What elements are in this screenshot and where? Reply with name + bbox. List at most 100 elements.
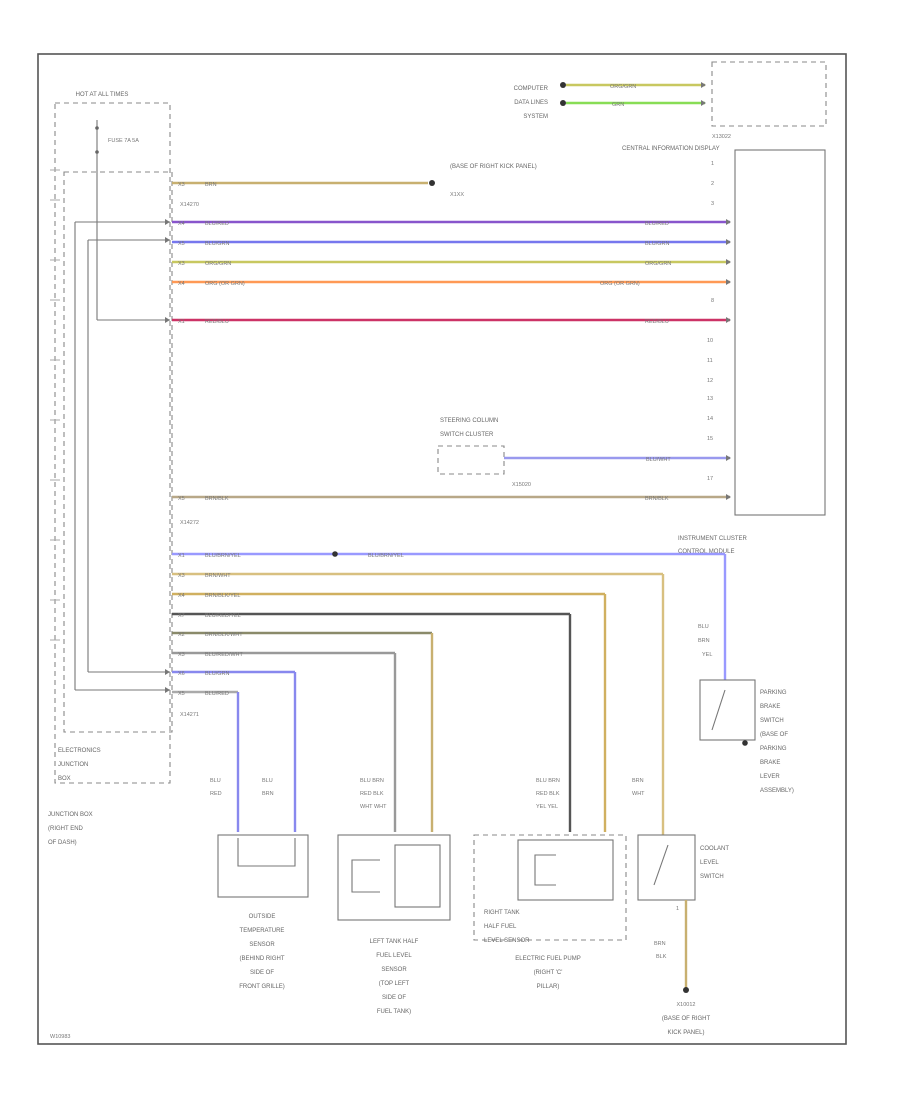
svg-text:X6: X6 xyxy=(178,671,185,677)
connector-arrows xyxy=(165,82,731,693)
svg-text:TEMPERATURE: TEMPERATURE xyxy=(240,928,285,934)
parking-brake-switch-label: PARKING xyxy=(760,690,787,696)
svg-text:GRN: GRN xyxy=(612,102,624,108)
svg-text:X3: X3 xyxy=(178,182,185,188)
svg-text:X15020: X15020 xyxy=(512,482,531,488)
svg-text:ORG/GRN: ORG/GRN xyxy=(610,84,636,90)
svg-text:BLU/RED: BLU/RED xyxy=(645,221,669,227)
diagram-code: W10983 xyxy=(50,1034,71,1040)
svg-text:SIDE OF: SIDE OF xyxy=(382,995,406,1001)
svg-text:X1XX: X1XX xyxy=(450,192,464,198)
svg-text:KICK PANEL): KICK PANEL) xyxy=(668,1030,705,1036)
svg-text:BRN/WHT: BRN/WHT xyxy=(205,573,231,579)
svg-text:PARKING: PARKING xyxy=(760,746,787,752)
right-tank-sensor-label: RIGHT TANK xyxy=(484,910,520,916)
svg-text:BLU/GRN: BLU/GRN xyxy=(205,671,229,677)
outside-temp-sensor-box xyxy=(217,834,309,898)
svg-text:SIDE OF: SIDE OF xyxy=(250,970,274,976)
fuse-terminal-top xyxy=(95,126,99,130)
svg-text:BRN: BRN xyxy=(205,182,217,188)
svg-text:BRN: BRN xyxy=(262,791,274,797)
svg-text:BLU BRN: BLU BRN xyxy=(360,778,384,784)
svg-text:BLU/RED/WHT: BLU/RED/WHT xyxy=(205,652,244,658)
svg-text:BLU BRN: BLU BRN xyxy=(536,778,560,784)
svg-text:HALF FUEL: HALF FUEL xyxy=(484,924,517,930)
computer-data-lines-label: COMPUTER xyxy=(514,86,549,92)
svg-text:BRAKE: BRAKE xyxy=(760,704,780,710)
svg-text:RED/BLU: RED/BLU xyxy=(205,319,229,325)
svg-text:BLU: BLU xyxy=(262,778,273,784)
svg-text:BRN/BLK/YEL: BRN/BLK/YEL xyxy=(205,593,240,599)
electronics-junction-box-label: ELECTRONICS xyxy=(58,748,101,754)
svg-text:LEVER: LEVER xyxy=(760,774,780,780)
svg-text:X5: X5 xyxy=(178,691,185,697)
outside-temp-sensor-label: OUTSIDE xyxy=(249,914,276,920)
steering-column-box xyxy=(437,445,505,475)
svg-text:(BASE OF: (BASE OF xyxy=(760,732,788,738)
svg-text:BLK: BLK xyxy=(656,954,667,960)
connector-x14270: X14270 xyxy=(180,202,199,208)
svg-text:(BEHIND RIGHT: (BEHIND RIGHT xyxy=(240,956,285,962)
svg-text:BLU/BRN/YEL: BLU/BRN/YEL xyxy=(368,553,404,559)
left-tank-sensor-label: LEFT TANK HALF xyxy=(370,939,419,945)
svg-text:DATA LINES: DATA LINES xyxy=(514,100,548,106)
svg-text:BLU: BLU xyxy=(698,624,709,630)
svg-text:CONTROL MODULE: CONTROL MODULE xyxy=(678,549,734,555)
svg-text:LEVEL SENSOR: LEVEL SENSOR xyxy=(484,938,530,944)
outside-temp-sensor-element xyxy=(237,838,296,867)
connector-x14271: X14271 xyxy=(180,712,199,718)
left-tank-sensor-box xyxy=(337,834,451,921)
ground-terminal-kick-panel xyxy=(429,180,435,186)
svg-text:LEVEL: LEVEL xyxy=(700,860,719,866)
svg-text:BRN/BLK: BRN/BLK xyxy=(645,496,669,502)
cluster-pin-numbers: 1 2 3 8 10 11 12 13 14 15 17 xyxy=(707,161,714,482)
data-line-terminal-2 xyxy=(560,100,566,106)
svg-text:X3: X3 xyxy=(178,573,185,579)
svg-text:X10012: X10012 xyxy=(677,1002,696,1008)
svg-text:10: 10 xyxy=(707,338,713,344)
right-tank-sensor-box xyxy=(517,839,614,901)
svg-text:X1: X1 xyxy=(178,553,185,559)
svg-text:14: 14 xyxy=(707,416,713,422)
svg-text:1: 1 xyxy=(711,161,714,167)
svg-text:BRN: BRN xyxy=(654,941,666,947)
svg-text:RED: RED xyxy=(210,791,222,797)
svg-text:OF DASH): OF DASH) xyxy=(48,840,77,846)
instrument-cluster-box xyxy=(734,149,826,516)
instrument-cluster-label: INSTRUMENT CLUSTER xyxy=(678,536,748,542)
ground-location-label: (BASE OF RIGHT KICK PANEL) xyxy=(450,164,537,170)
left-tank-sensor-inner xyxy=(394,844,441,908)
svg-text:3: 3 xyxy=(711,201,714,207)
data-line-terminal-1 xyxy=(560,82,566,88)
splice-blu-brn-yel xyxy=(332,551,338,557)
connector-x13022: X13022 xyxy=(712,134,731,140)
svg-text:SWITCH CLUSTER: SWITCH CLUSTER xyxy=(440,432,494,438)
diagram-frame xyxy=(37,53,847,1045)
svg-text:BLU/WHT: BLU/WHT xyxy=(646,457,671,463)
junction-box-outline xyxy=(54,102,171,784)
svg-text:X4: X4 xyxy=(178,593,185,599)
svg-text:BLU/GRN: BLU/GRN xyxy=(645,241,669,247)
svg-text:X1: X1 xyxy=(178,319,185,325)
svg-text:PILLAR): PILLAR) xyxy=(537,984,560,990)
svg-text:SWITCH: SWITCH xyxy=(700,874,724,880)
svg-text:X4: X4 xyxy=(178,281,185,287)
svg-text:WHT WHT: WHT WHT xyxy=(360,804,387,810)
svg-text:RED BLK: RED BLK xyxy=(360,791,384,797)
svg-text:BRN: BRN xyxy=(698,638,710,644)
fuse-terminal-bottom xyxy=(95,150,99,154)
parking-brake-ground xyxy=(742,740,748,746)
svg-text:FUEL TANK): FUEL TANK) xyxy=(377,1009,411,1015)
svg-text:X5: X5 xyxy=(178,496,185,502)
left-tank-sensor-element xyxy=(351,859,380,893)
svg-text:ORG (OR GRN): ORG (OR GRN) xyxy=(600,281,640,287)
svg-text:BLU/RED: BLU/RED xyxy=(205,221,229,227)
junction-box-location-label: JUNCTION BOX xyxy=(48,812,93,818)
svg-text:(RIGHT END: (RIGHT END xyxy=(48,826,84,832)
fuse-label: FUSE 7A 5A xyxy=(108,138,139,144)
svg-text:YEL: YEL xyxy=(702,652,712,658)
svg-text:BLU/BRN/YEL: BLU/BRN/YEL xyxy=(205,553,241,559)
svg-text:ASSEMBLY): ASSEMBLY) xyxy=(760,788,794,794)
svg-text:X3: X3 xyxy=(178,261,185,267)
svg-text:ORG/GRN: ORG/GRN xyxy=(205,261,231,267)
